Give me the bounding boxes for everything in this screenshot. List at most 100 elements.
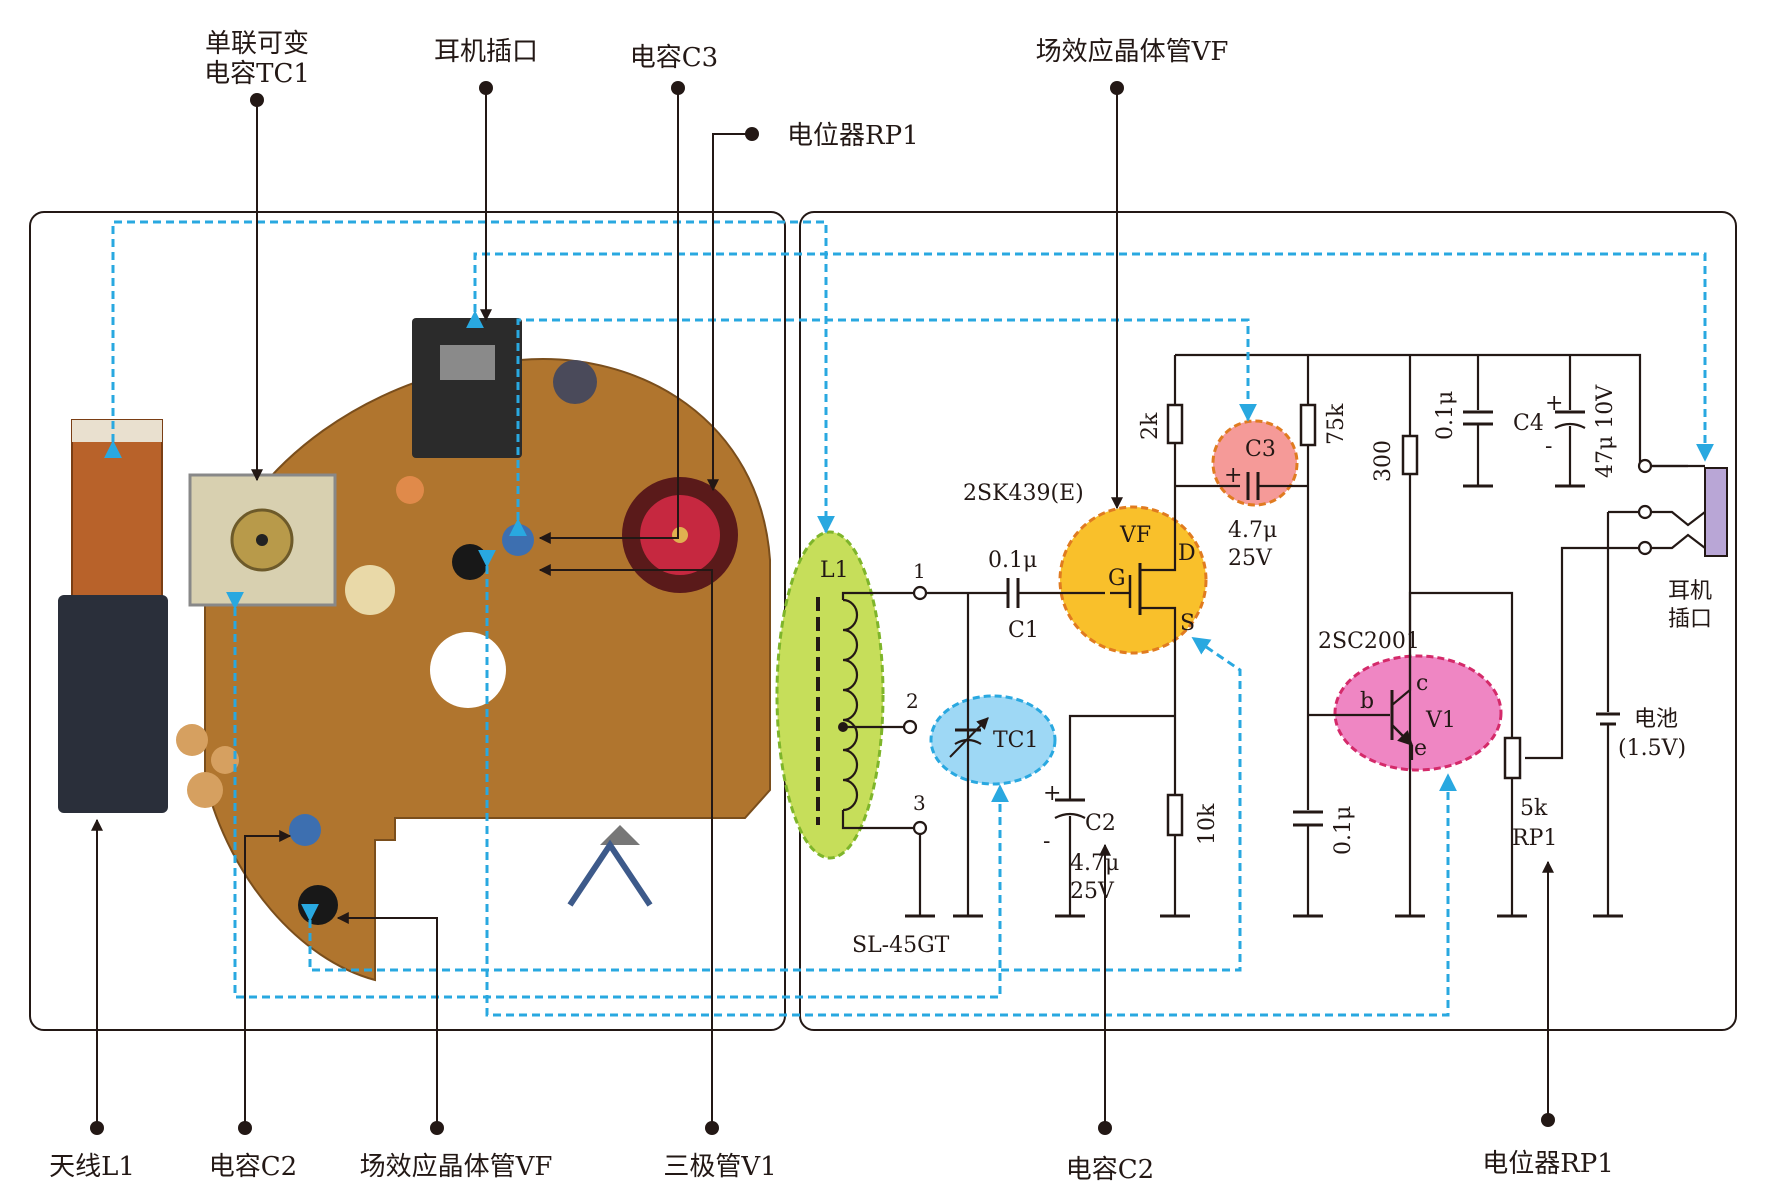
callout-vf: 场效应晶体管VF [1036, 37, 1229, 67]
callout-v1: 三极管V1 [663, 1152, 776, 1182]
vf-photo [298, 885, 338, 925]
c3-photo [502, 524, 534, 556]
leader-rp1 [707, 133, 752, 492]
jack-body-photo [412, 318, 522, 458]
callout-c2-left: 电容C2 [209, 1152, 297, 1182]
label-tc1: TC1 [993, 728, 1039, 753]
pcb-hole [430, 632, 506, 708]
label-fet-s: S [1180, 611, 1195, 636]
pin1-terminal [912, 585, 928, 601]
label-fet-g: G [1108, 566, 1126, 591]
callout-c2-right: 电容C2 [1066, 1155, 1154, 1185]
capacitor-photo-1 [553, 360, 597, 404]
label-l1: L1 [820, 558, 849, 583]
antenna-coil-photo [71, 419, 163, 601]
rp1-wiper-wire [1525, 546, 1640, 760]
label-battery-voltage: (1.5V) [1618, 736, 1686, 761]
label-c3-plus: + [1224, 463, 1242, 488]
ceramic-cap-photo-2 [176, 724, 208, 756]
r-10k-body [1166, 793, 1184, 837]
label-c3-voltage: 25V [1228, 546, 1273, 571]
label-pot-value: 5k [1520, 796, 1548, 821]
tc1-screw-photo [256, 534, 268, 546]
antenna-ferrite-photo [58, 595, 168, 813]
label-c1-name: C1 [1008, 618, 1039, 643]
callout-c3: 电容C3 [630, 43, 718, 73]
label-c2-voltage: 25V [1070, 879, 1115, 904]
jack-terminal-2 [1637, 504, 1653, 520]
label-c4-minus: - [1545, 434, 1552, 459]
label-pin3: 3 [913, 791, 926, 815]
wire-c2 [1068, 714, 1175, 800]
label-c01-bottom: 0.1μ [1331, 806, 1356, 855]
antenna-top-photo [72, 420, 162, 442]
pcb-photo [58, 318, 771, 982]
label-r-2k: 2k [1138, 412, 1163, 440]
pin3-terminal [912, 820, 928, 836]
label-c2-plus: + [1043, 781, 1061, 806]
r-75k-body [1299, 403, 1317, 447]
leader-c3 [538, 88, 679, 544]
label-c3-value: 4.7μ [1228, 518, 1277, 543]
link-jack [466, 252, 1714, 462]
label-bjt-model: 2SC2001 [1318, 629, 1420, 654]
label-c2-name: C2 [1085, 811, 1116, 836]
ceramic-cap-photo-1 [396, 476, 424, 504]
l1-tap-dot [838, 722, 848, 732]
label-bjt-b: b [1360, 689, 1374, 714]
rp1-dial-hub-photo [672, 527, 688, 543]
label-coil-model: SL-45GT [852, 933, 950, 958]
label-bjt-e: e [1414, 736, 1427, 761]
callout-rp1-bottom: 电位器RP1 [1482, 1149, 1614, 1179]
label-c4-plus: + [1545, 391, 1563, 416]
jack-terminal-3 [1637, 540, 1653, 556]
ceramic-cap-photo-3 [187, 772, 223, 808]
stand-photo-b [567, 839, 653, 907]
callout-antenna: 天线L1 [49, 1152, 135, 1182]
label-r-10k: 10k [1195, 803, 1220, 845]
jack-lead-2 [1651, 510, 1706, 527]
rp1-body [1503, 736, 1522, 780]
label-c2-minus: - [1043, 829, 1050, 854]
label-c2-value: 4.7μ [1070, 851, 1119, 876]
label-battery: 电池 [1634, 707, 1678, 732]
label-c3-name: C3 [1245, 437, 1276, 462]
label-c01-top: 0.1μ [1433, 391, 1458, 440]
label-c4-value: 47μ 10V [1593, 384, 1618, 478]
callout-rp1: 电位器RP1 [787, 121, 919, 151]
label-r-75k: 75k [1324, 403, 1349, 445]
fet-source-lead [1140, 606, 1177, 916]
schematic-frame [799, 211, 1737, 1031]
link-tc1 [226, 591, 1009, 999]
label-c4-name: C4 [1513, 411, 1544, 436]
label-jack-line2: 插口 [1668, 607, 1712, 632]
link-antenna-l1 [104, 220, 835, 534]
link-vf [301, 636, 1242, 972]
label-pin2: 2 [906, 689, 919, 713]
callout-tc1-line1: 单联可变 [205, 29, 309, 59]
callout-tc1-line2: 电容TC1 [204, 59, 310, 89]
r-300-body [1401, 434, 1419, 476]
leader-v1 [538, 564, 713, 1128]
callout-jack: 耳机插口 [434, 37, 538, 67]
link-v1 [478, 549, 1457, 1017]
jack-lead-3 [1651, 533, 1706, 550]
jack-body [1704, 467, 1728, 557]
label-r-300: 300 [1371, 440, 1396, 482]
leader-vf-bottom [336, 912, 438, 1128]
callout-vf-bottom: 场效应晶体管VF [360, 1152, 553, 1182]
stand-photo-a [600, 825, 640, 845]
label-fet-d: D [1178, 541, 1196, 566]
label-pot-name: RP1 [1512, 826, 1557, 851]
component-photo [345, 565, 395, 615]
label-bjt-c: c [1416, 671, 1428, 696]
pin2-terminal [902, 719, 918, 735]
r-2k-body [1166, 403, 1184, 445]
label-pin1: 1 [913, 559, 926, 583]
link-c3 [509, 318, 1257, 537]
label-c1-value: 0.1μ [988, 548, 1037, 573]
c2-photo [289, 814, 321, 846]
label-fet-model: 2SK439(E) [963, 481, 1084, 506]
